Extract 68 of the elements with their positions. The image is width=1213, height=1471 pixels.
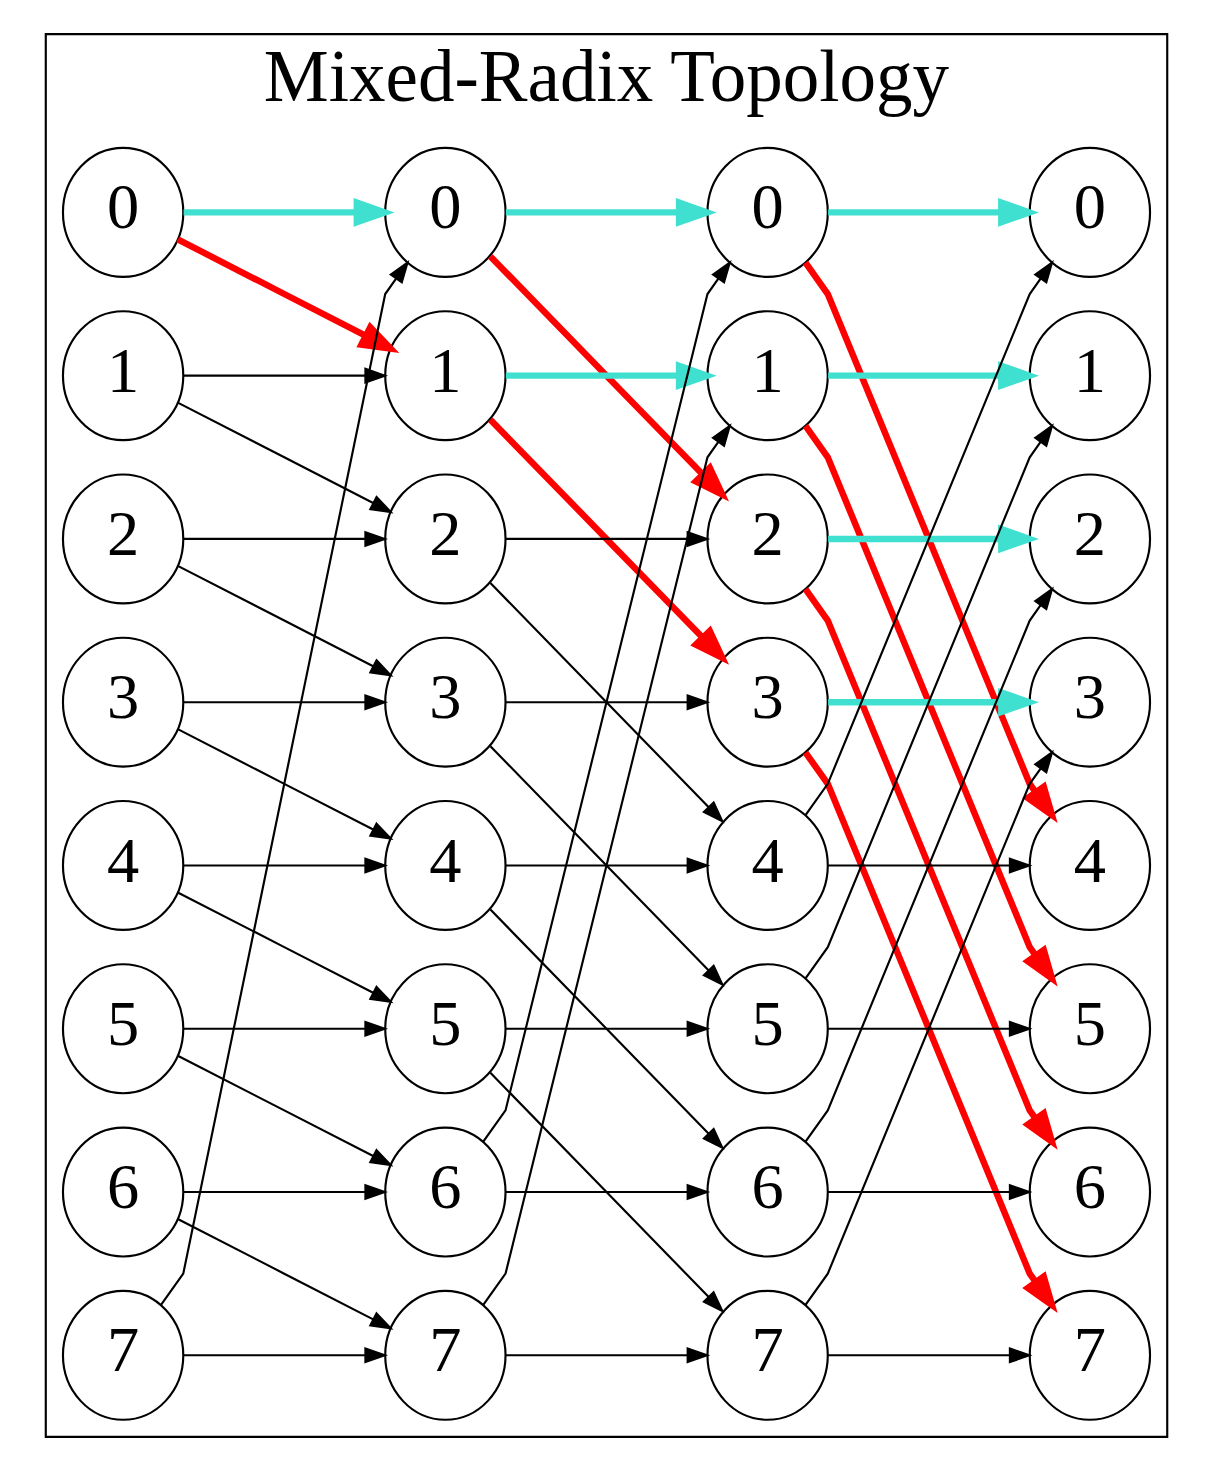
node-circle: 4: [1028, 799, 1152, 931]
node-circle: 4: [384, 799, 507, 931]
arrow: [505, 530, 711, 548]
node-circle: 7: [706, 1289, 829, 1421]
arrow: [489, 582, 725, 824]
node-circle: 6: [706, 1126, 829, 1258]
node-circle: 2: [61, 473, 185, 605]
arrow: [828, 1020, 1033, 1038]
node-circle: 0: [706, 146, 829, 278]
arrow: [505, 1183, 711, 1201]
node-circle: 3: [384, 636, 507, 768]
arrow: [177, 564, 394, 677]
node-circle: 7: [384, 1289, 507, 1421]
node-circle: 7: [1028, 1289, 1152, 1421]
node-circle: 1: [706, 310, 829, 442]
arrow: [489, 745, 725, 987]
arrow: [482, 423, 732, 1306]
arrow: [183, 693, 388, 711]
node-circle: 5: [61, 963, 185, 1095]
node-circle: 3: [706, 636, 829, 768]
node-circle: 0: [384, 146, 507, 278]
node-circle: 7: [61, 1289, 185, 1421]
node-circle: 3: [61, 636, 185, 768]
node-circle: 5: [384, 963, 507, 1095]
node-circle: 2: [706, 473, 829, 605]
arrow: [176, 236, 400, 354]
node-circle: 5: [1028, 963, 1152, 1095]
arrow: [505, 1020, 711, 1038]
arrow: [177, 1054, 394, 1167]
node-circle: 3: [1028, 636, 1152, 768]
node-circle: 5: [706, 963, 829, 1095]
arrow: [489, 1072, 725, 1314]
node-circle: 1: [384, 310, 507, 442]
arrow: [183, 857, 388, 874]
arrow: [183, 1347, 388, 1364]
arrow: [183, 1020, 388, 1038]
node-circle: 2: [384, 473, 507, 605]
arrow: [177, 728, 394, 840]
arrow: [505, 693, 711, 711]
arrow: [160, 260, 410, 1306]
arrow: [488, 254, 730, 502]
node-circle: 1: [1028, 310, 1152, 442]
arrow: [505, 1347, 711, 1364]
arrow: [183, 367, 388, 384]
node-circle: 6: [1028, 1126, 1152, 1258]
arrow: [828, 1347, 1033, 1364]
node-circle: 6: [61, 1126, 185, 1258]
arrow: [177, 891, 394, 1004]
node-circle: 6: [384, 1126, 507, 1258]
node-circle: 0: [1028, 146, 1152, 278]
arrow: [489, 908, 725, 1150]
arrow: [828, 1183, 1033, 1201]
arrow: [482, 260, 732, 1143]
arrow: [183, 530, 388, 548]
arrow: [505, 361, 717, 390]
arrow: [505, 857, 711, 874]
arrow: [177, 401, 394, 514]
node-circle: 0: [61, 146, 185, 278]
node-circle: 1: [61, 310, 185, 442]
arrow: [183, 1183, 388, 1201]
node-circle: 2: [1028, 473, 1152, 605]
node-circle: 4: [61, 799, 185, 931]
arrow: [183, 198, 395, 227]
arrow: [488, 417, 730, 665]
arrow: [505, 198, 717, 227]
arrow: [177, 1218, 394, 1330]
node-circle: 4: [706, 799, 829, 931]
arrow: [828, 857, 1033, 874]
